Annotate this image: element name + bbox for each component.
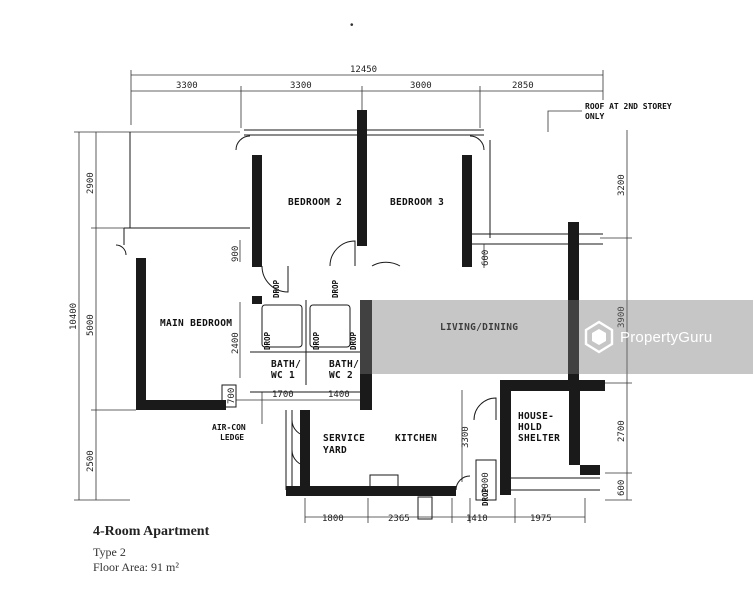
dim-inner-700: 700 [227, 388, 237, 404]
note-aircon: AIR-CON [212, 423, 246, 432]
dim-top-2: 3300 [290, 81, 312, 91]
dimension-labels: 12450 3300 3300 3000 2850 10400 2900 500… [69, 65, 627, 524]
dimension-lines [74, 70, 632, 523]
walls [136, 110, 605, 496]
dim-right-2: 3900 [617, 306, 627, 328]
room-labels: BEDROOM 2 BEDROOM 3 MAIN BEDROOM LIVING/… [160, 197, 560, 456]
room-shelter-2: HOLD [518, 422, 542, 433]
watermark-banner: PropertyGuru [360, 300, 753, 374]
dim-inner-1000: 1000 [481, 472, 491, 494]
room-bedroom-2: BEDROOM 2 [288, 197, 342, 208]
caption-title: 4-Room Apartment [93, 524, 210, 539]
room-service-yard-2: YARD [323, 445, 347, 456]
note-drop-4: DROP [312, 331, 321, 350]
note-drop-6: DROP [481, 487, 490, 506]
room-bath-wc-1: BATH/ [271, 359, 301, 370]
room-shelter-1: HOUSE- [518, 411, 554, 422]
dim-inner-600: 600 [481, 250, 491, 266]
outline-lines [123, 129, 603, 520]
dim-top-4: 2850 [512, 81, 534, 91]
dim-left-1: 2900 [86, 172, 96, 194]
dim-bottom-3: 1410 [466, 514, 488, 524]
note-drop-3: DROP [263, 331, 272, 350]
dim-inner-2400: 2400 [231, 332, 241, 354]
dim-inner-1400: 1400 [328, 390, 350, 400]
door-swings [115, 135, 497, 501]
dim-left-2: 5000 [86, 314, 96, 336]
note-drop-1: DROP [272, 279, 281, 298]
room-main-bedroom: MAIN BEDROOM [160, 318, 232, 329]
room-bath-wc-2-num: WC 2 [329, 370, 353, 381]
dim-bottom-1: 1800 [322, 514, 344, 524]
dim-right-4: 600 [617, 480, 627, 496]
room-kitchen: KITCHEN [395, 433, 437, 444]
dim-bottom-4: 1975 [530, 514, 552, 524]
propertyguru-logo-icon [584, 320, 614, 354]
room-bath-wc-1-num: WC 1 [271, 370, 295, 381]
dim-bottom-2: 2365 [388, 514, 410, 524]
dim-left-3: 2500 [86, 450, 96, 472]
room-living-dining: LIVING/DINING [440, 322, 518, 333]
room-service-yard: SERVICE [323, 433, 365, 444]
note-roof: ROOF AT 2ND STOREY [585, 102, 672, 111]
dim-right-3: 2700 [617, 420, 627, 442]
dim-right-1: 3200 [617, 174, 627, 196]
plan-caption: 4-Room Apartment Type 2 Floor Area: 91 m… [93, 524, 209, 575]
dim-overall-width: 12450 [350, 65, 377, 75]
note-drop-2: DROP [331, 279, 340, 298]
caption-type: Type 2 [93, 545, 126, 559]
room-bath-wc-2: BATH/ [329, 359, 359, 370]
caption-floor-area: Floor Area: 91 m² [93, 560, 179, 574]
room-shelter-3: SHELTER [518, 433, 560, 444]
dim-overall-height: 10400 [69, 303, 79, 330]
watermark-text: PropertyGuru [620, 328, 713, 346]
top-mark: • [350, 20, 354, 31]
room-bedroom-3: BEDROOM 3 [390, 197, 444, 208]
dim-top-1: 3300 [176, 81, 198, 91]
note-aircon-2: LEDGE [220, 433, 244, 442]
dim-inner-900: 900 [231, 246, 241, 262]
dim-inner-3300: 3300 [461, 426, 471, 448]
dim-inner-1700: 1700 [272, 390, 294, 400]
dim-top-3: 3000 [410, 81, 432, 91]
note-roof-2: ONLY [585, 112, 604, 121]
notes: ROOF AT 2ND STOREY ONLY AIR-CON LEDGE DR… [212, 102, 672, 506]
note-drop-5: DROP [349, 331, 358, 350]
